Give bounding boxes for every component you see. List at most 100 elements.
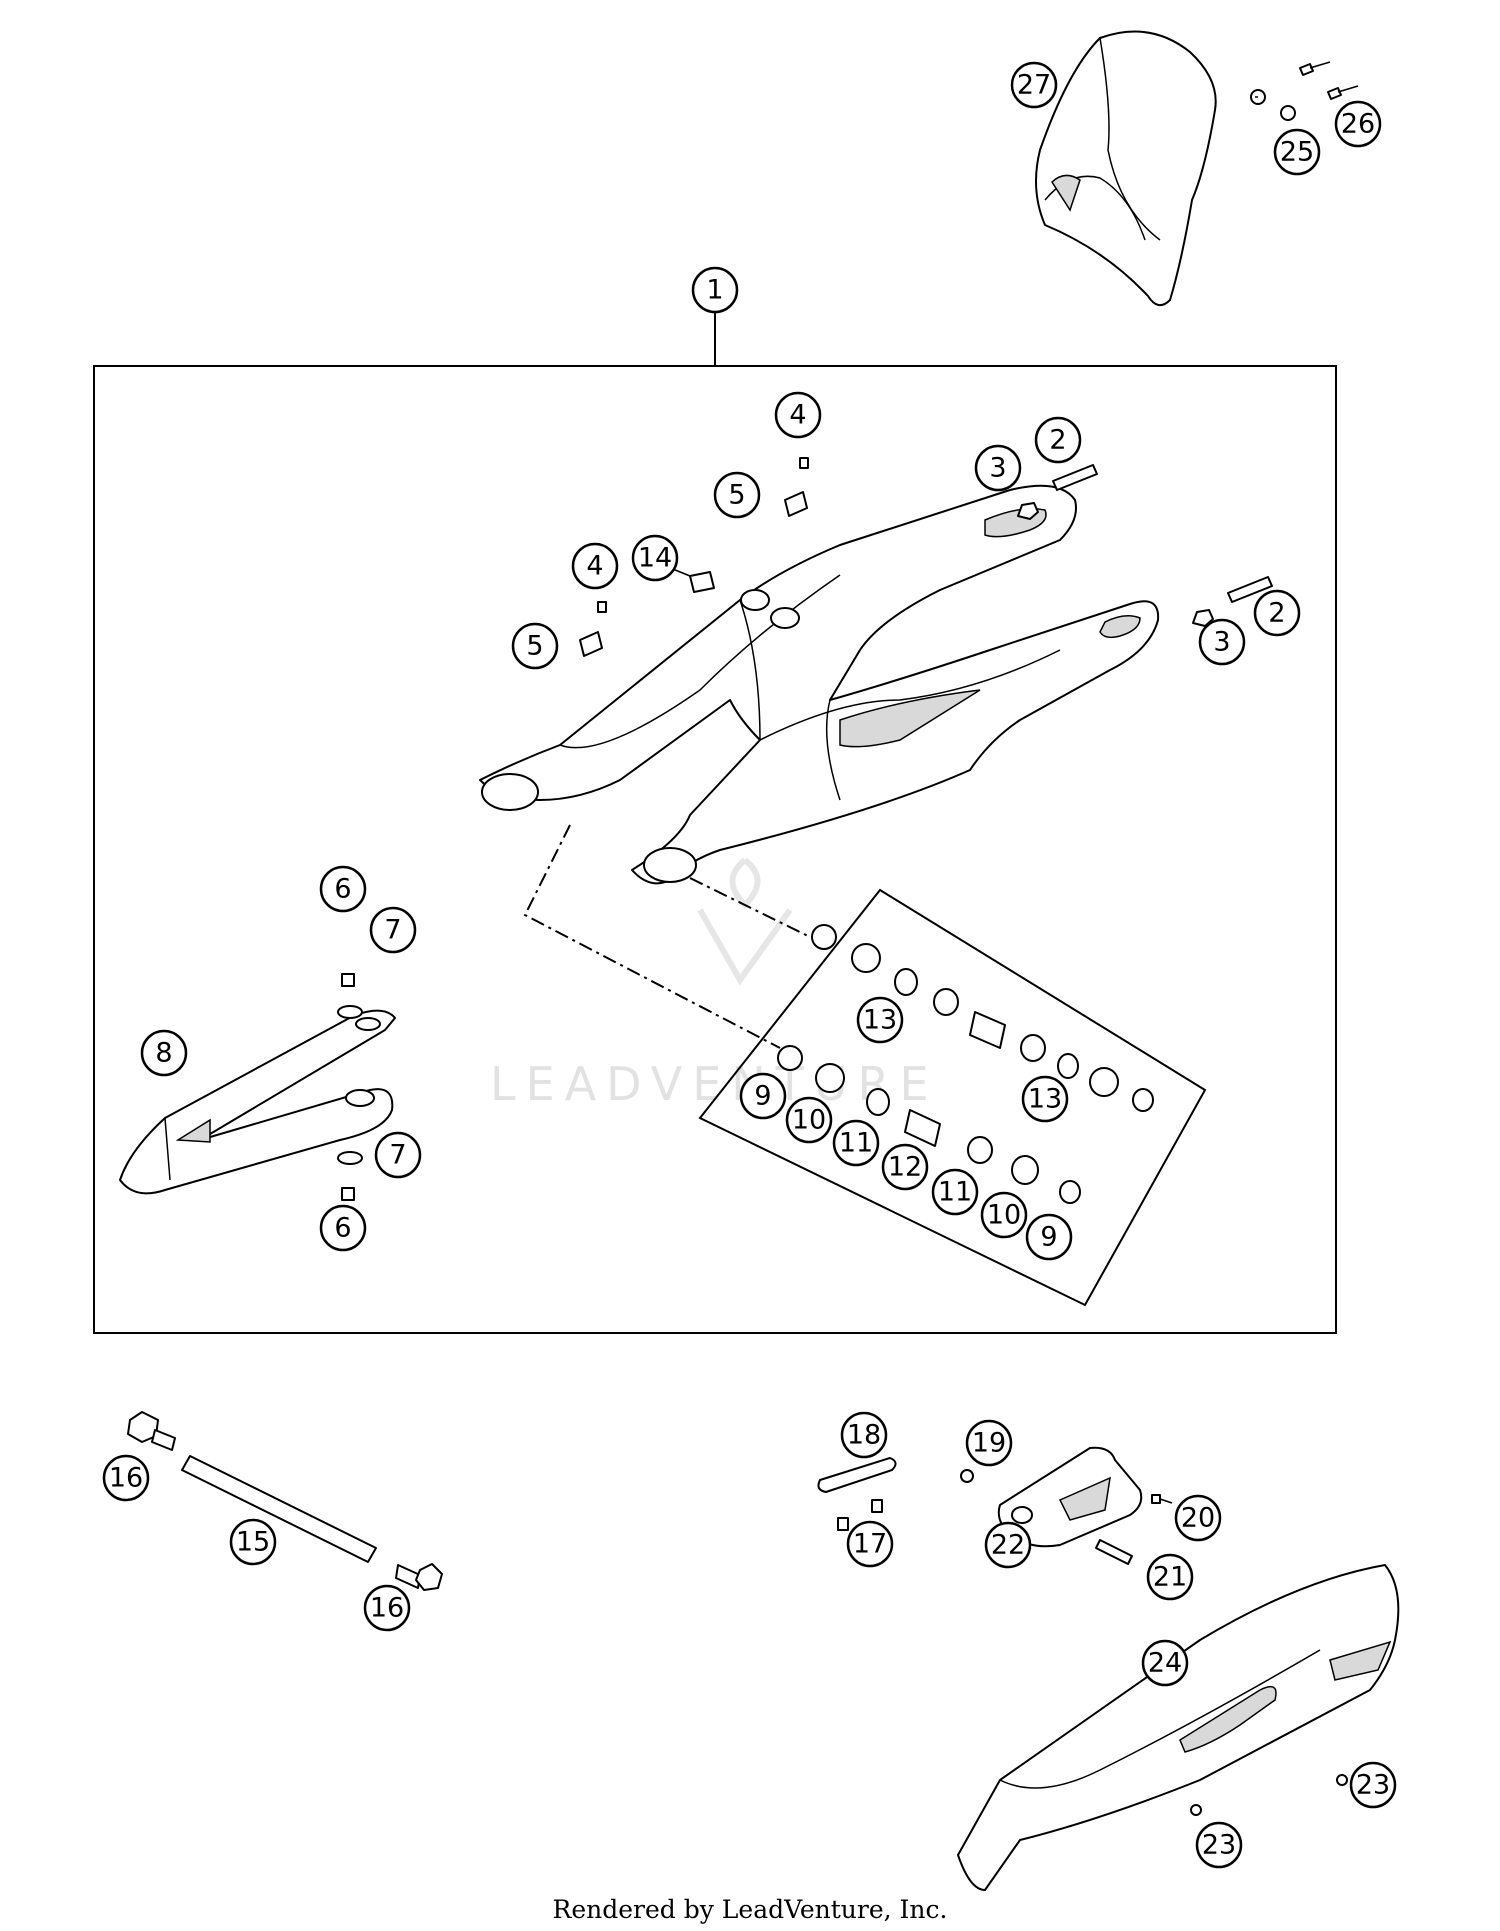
callout-circle <box>984 1521 1032 1569</box>
callout-circle <box>102 1454 150 1502</box>
callout-circle <box>229 1518 277 1566</box>
callout-c2b: 2 <box>1253 589 1301 637</box>
callout-c1: 1 <box>691 266 739 314</box>
axle-part <box>127 1411 443 1591</box>
callout-label: 23 <box>1356 1770 1390 1801</box>
callout-c4b: 4 <box>571 542 619 590</box>
callout-c5a: 5 <box>713 471 761 519</box>
callout-c3b: 3 <box>1198 618 1246 666</box>
callout-c24: 24 <box>1141 1639 1189 1687</box>
callout-label: 9 <box>754 1081 771 1112</box>
axis-line-right <box>689 877 811 938</box>
callout-label: 26 <box>1341 109 1375 140</box>
callout-label: 4 <box>789 400 806 431</box>
callout-circle <box>1141 1639 1189 1687</box>
callout-c7a: 7 <box>369 906 417 954</box>
callout-circle <box>785 1096 833 1144</box>
callout-c5b: 5 <box>511 622 559 670</box>
callout-label: 7 <box>384 915 401 946</box>
callout-c13b: 13 <box>1021 1075 1069 1123</box>
callout-circle <box>363 1584 411 1632</box>
callout-label: 17 <box>853 1529 887 1560</box>
callout-circle <box>1198 618 1246 666</box>
axis-line-left <box>523 824 781 1049</box>
callout-circle <box>856 996 904 1044</box>
callout-label: 13 <box>1028 1084 1062 1115</box>
callout-label: 5 <box>728 480 745 511</box>
callout-label: 4 <box>586 551 603 582</box>
callout-label: 20 <box>1181 1503 1215 1534</box>
bearing-kit-box <box>698 888 1207 1307</box>
callout-label: 14 <box>638 543 672 574</box>
callout-circle <box>1195 1821 1243 1869</box>
callout-circle <box>774 391 822 439</box>
callout-c6a: 6 <box>319 865 367 913</box>
callout-circle <box>140 1029 188 1077</box>
callout-label: 12 <box>888 1152 922 1183</box>
callout-circle <box>846 1520 894 1568</box>
callout-label: 6 <box>334 874 351 905</box>
chain-slider-fasteners <box>337 973 363 1201</box>
callout-label: 9 <box>1040 1222 1057 1253</box>
chain-guide-part <box>960 1446 1173 1565</box>
callout-c25: 25 <box>1273 128 1321 176</box>
callout-c15: 15 <box>229 1518 277 1566</box>
callout-c14: 14 <box>631 534 679 582</box>
callout-c10a: 10 <box>785 1096 833 1144</box>
chain-guard-part <box>957 1564 1400 1891</box>
callout-c16b: 16 <box>363 1584 411 1632</box>
callout-circle <box>965 1419 1013 1467</box>
windshield-part <box>1035 30 1217 307</box>
callout-label: 3 <box>1213 627 1230 658</box>
callout-circle <box>840 1411 888 1459</box>
callout-c27: 27 <box>1010 61 1058 109</box>
callout-circle <box>1025 1213 1073 1261</box>
callout-c11b: 11 <box>931 1168 979 1216</box>
callout-c13a: 13 <box>856 996 904 1044</box>
callout-label: 6 <box>334 1213 351 1244</box>
callout-c23a: 23 <box>1349 1761 1397 1809</box>
callout-c23b: 23 <box>1195 1821 1243 1869</box>
callout-label: 27 <box>1017 70 1051 101</box>
callout-circle <box>1010 61 1058 109</box>
callout-circle <box>1034 416 1082 464</box>
callout-c3a: 3 <box>974 444 1022 492</box>
callout-c4a: 4 <box>774 391 822 439</box>
callout-circle <box>832 1119 880 1167</box>
callout-label: 5 <box>526 631 543 662</box>
callout-label: 23 <box>1202 1830 1236 1861</box>
guide-plate-part <box>817 1457 897 1531</box>
callout-c9b: 9 <box>1025 1213 1073 1261</box>
callout-circle <box>1146 1553 1194 1601</box>
callout-c26: 26 <box>1334 100 1382 148</box>
callout-circle <box>713 471 761 519</box>
callout-label: 13 <box>863 1005 897 1036</box>
callout-circle <box>571 542 619 590</box>
callout-c8: 8 <box>140 1029 188 1077</box>
callout-circle <box>374 1131 422 1179</box>
callout-label: 21 <box>1153 1562 1187 1593</box>
callout-c17: 17 <box>846 1520 894 1568</box>
callout-circle <box>691 266 739 314</box>
callout-c11a: 11 <box>832 1119 880 1167</box>
callout-c22: 22 <box>984 1521 1032 1569</box>
callout-c18: 18 <box>840 1411 888 1459</box>
bearing-parts <box>777 924 1154 1204</box>
callout-label: 25 <box>1280 137 1314 168</box>
callout-label: 22 <box>991 1530 1025 1561</box>
watermark-logo-icon <box>697 857 793 986</box>
watermark-text: LEADVENTURE <box>490 1057 939 1111</box>
callout-c19: 19 <box>965 1419 1013 1467</box>
callout-circle <box>980 1191 1028 1239</box>
callout-c16a: 16 <box>102 1454 150 1502</box>
callout-label: 3 <box>989 453 1006 484</box>
callout-label: 2 <box>1268 598 1285 629</box>
callout-label: 16 <box>109 1463 143 1494</box>
callout-c9a: 9 <box>739 1072 787 1120</box>
callout-c12: 12 <box>881 1143 929 1191</box>
callout-c7b: 7 <box>374 1131 422 1179</box>
callout-circle <box>974 444 1022 492</box>
callout-c21: 21 <box>1146 1553 1194 1601</box>
callout-c2a: 2 <box>1034 416 1082 464</box>
